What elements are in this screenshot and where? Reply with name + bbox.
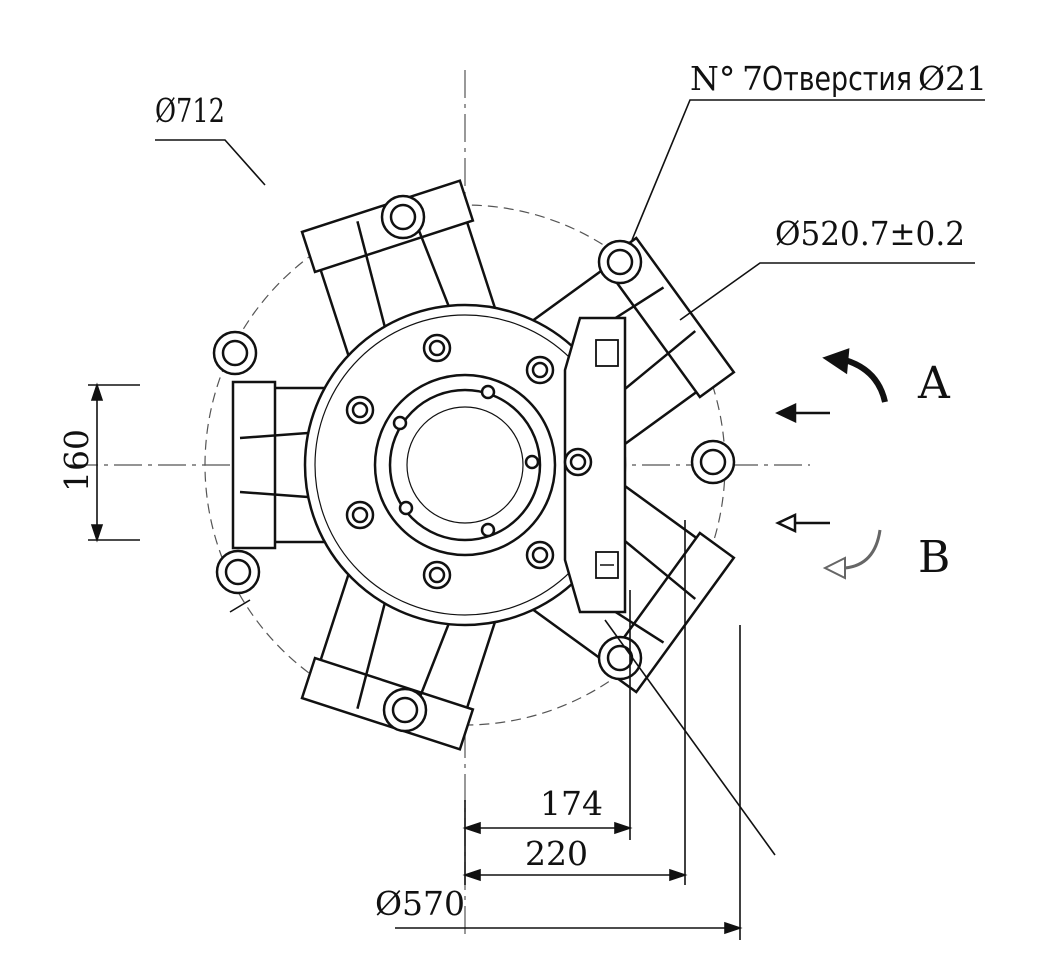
rotation-arrow-b-icon	[844, 529, 882, 570]
dim-570-label: Ø570	[375, 884, 465, 923]
holes-prefix-label: N°	[690, 59, 735, 98]
mounting-hole	[382, 687, 428, 733]
inner-bolts	[345, 333, 593, 590]
mounting-hole	[597, 239, 643, 285]
rotation-arrow-a-icon	[844, 357, 888, 403]
mounting-hole	[212, 330, 258, 376]
labels: Ø712 N° 7 Отверстия Ø21 Ø520.7±0.2 160 1…	[57, 59, 987, 923]
mounting-hole	[215, 549, 261, 595]
holes-count-label: 7	[742, 59, 763, 98]
holes-diameter-label: Ø21	[918, 59, 987, 98]
height-160-label: 160	[57, 429, 96, 492]
outer-diameter-label: Ø712	[155, 91, 225, 130]
holes-text-label: Отверстия	[762, 59, 912, 98]
dimension-lines	[88, 382, 743, 940]
port-block	[563, 316, 627, 614]
dim-220-label: 220	[525, 834, 588, 873]
leader-lines	[155, 99, 985, 856]
mounting-hole	[597, 635, 643, 681]
mounting-holes	[212, 194, 736, 733]
bolt-circle-label: Ø520.7±0.2	[775, 214, 965, 253]
dim-174-label: 174	[540, 784, 603, 823]
port-a-label: A	[917, 358, 951, 409]
port-b-label: B	[918, 532, 950, 583]
mounting-hole	[380, 194, 426, 240]
mounting-hole	[690, 439, 736, 485]
port-arrows	[775, 348, 888, 580]
